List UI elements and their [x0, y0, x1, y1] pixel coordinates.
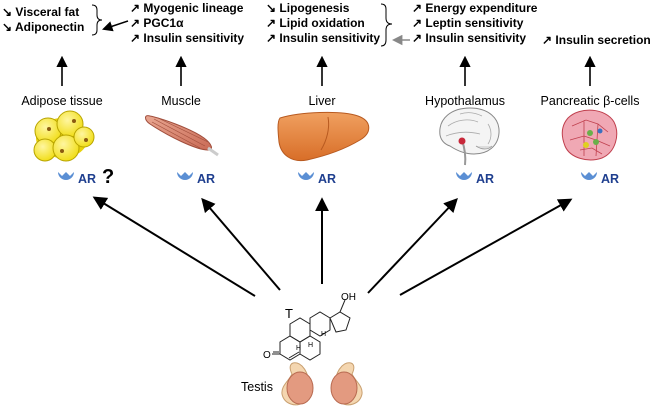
ar-label-liver: AR: [318, 172, 337, 186]
effect-line: ↘ Visceral fat: [2, 5, 80, 19]
adipocytes-icon: [33, 110, 95, 162]
uncertain-marker: ?: [102, 166, 115, 188]
hormone-label: T: [285, 306, 293, 321]
h-label-1: H: [321, 331, 326, 338]
tissue-label-muscle: Muscle: [161, 94, 201, 108]
brace-adipose: [91, 4, 103, 36]
brain-icon: [439, 107, 500, 166]
tissue-label-pancreas: Pancreatic β-cells: [540, 94, 640, 108]
effect-line: ↗ Leptin sensitivity: [412, 16, 524, 30]
arrow-t-to-pancreas: [399, 198, 573, 296]
ketone-label: O: [263, 350, 271, 361]
effect-line: ↗ Myogenic lineage: [130, 1, 244, 15]
effect-line: ↘ Lipogenesis: [266, 1, 350, 15]
effect-line: ↗ Lipid oxidation: [266, 16, 365, 30]
androgen-receptor-icon: [298, 172, 314, 180]
ar-label-muscle: AR: [197, 172, 216, 186]
testosterone-structure: [272, 299, 351, 361]
effect-line: ↗ Insulin sensitivity: [412, 31, 527, 45]
testis-icon: [281, 362, 363, 406]
ar-label-hypothalamus: AR: [476, 172, 495, 186]
effects-adipose: ↘ Visceral fat ↘ Adiponectin: [2, 5, 84, 35]
pancreatic-islet-icon: [561, 109, 618, 161]
arrow-t-to-adipose: [92, 196, 256, 297]
androgen-receptor-icon: [58, 172, 74, 180]
hydroxyl-label: OH: [341, 292, 356, 303]
androgen-receptor-icon: [177, 172, 193, 180]
ar-label-pancreas: AR: [601, 172, 620, 186]
effect-line: ↗ Insulin sensitivity: [266, 31, 381, 45]
effect-line: ↗ PGC1α: [130, 16, 184, 30]
effects-pancreas: ↗ Insulin secretion: [542, 33, 651, 48]
arrow-t-to-muscle: [201, 197, 281, 291]
androgen-receptor-icon: [456, 172, 472, 180]
brace-liver: [380, 3, 393, 47]
tissue-label-hypothalamus: Hypothalamus: [425, 94, 505, 108]
arrow-t-to-hypothalamus: [367, 197, 458, 294]
effect-line: ↗ Insulin secretion: [542, 33, 651, 47]
link-muscle-to-adipose: [102, 20, 129, 32]
h-label-3: H: [296, 345, 301, 352]
ar-label-adipose: AR: [78, 172, 97, 186]
h-label-2: H: [308, 342, 313, 349]
effects-liver: ↘ Lipogenesis ↗ Lipid oxidation ↗ Insuli…: [266, 1, 380, 46]
androgen-receptor-icon: [581, 172, 597, 180]
effects-muscle: ↗ Myogenic lineage ↗ PGC1α ↗ Insulin sen…: [130, 1, 244, 46]
effect-line: ↗ Insulin sensitivity: [130, 31, 245, 45]
testis-label: Testis: [241, 380, 273, 394]
effects-hypothalamus: ↗ Energy expenditure ↗ Leptin sensitivit…: [412, 1, 537, 46]
tissue-label-liver: Liver: [308, 94, 336, 108]
tissue-label-adipose: Adipose tissue: [21, 94, 103, 108]
muscle-icon: [145, 115, 219, 157]
effect-line: ↘ Adiponectin: [2, 20, 85, 34]
effect-line: ↗ Energy expenditure: [412, 1, 538, 15]
liver-icon: [277, 111, 370, 162]
